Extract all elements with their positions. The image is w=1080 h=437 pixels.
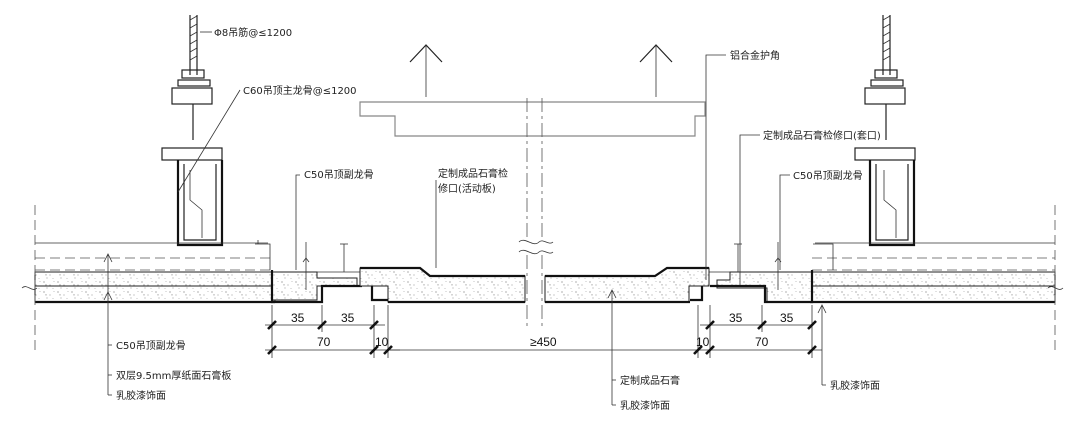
opening-direction-arrows [409, 44, 673, 97]
left-hatch-frame [232, 240, 362, 304]
label-aux-keel-bottom: C50吊顶副龙骨 [116, 339, 186, 352]
label-aluminum-corner: 铝合金护角 [730, 49, 780, 62]
label-hatch-panel: 定制成品石膏检 [438, 167, 508, 180]
removed-panel-outline [359, 101, 706, 137]
hatch-panel [359, 266, 710, 304]
label-hatch-panel-line2: 修口(活动板) [438, 182, 496, 195]
label-latex-paint-center: 乳胶漆饰面 [620, 399, 670, 412]
dim-right-b: 35 [780, 311, 794, 325]
right-hatch-frame [700, 242, 834, 304]
label-rod: Φ8吊筋@≤1200 [214, 26, 292, 39]
dim-left-total: 70 [317, 335, 331, 349]
dim-right-a: 35 [729, 311, 743, 325]
dim-left-gap: 10 [375, 335, 389, 349]
center-break-lines [518, 98, 554, 330]
dimension-lines [265, 305, 822, 358]
right-suspension-rod [854, 15, 916, 161]
dim-right-gap: 10 [696, 335, 710, 349]
right-main-keel [868, 160, 916, 247]
label-latex-paint-left: 乳胶漆饰面 [116, 389, 166, 402]
label-hatch-frame: 定制成品石膏检修口(套口) [763, 129, 881, 142]
label-double-board: 双层9.5mm厚纸面石膏板 [116, 369, 231, 382]
dim-left-a: 35 [291, 311, 305, 325]
dim-opening: ≥450 [530, 335, 557, 349]
label-main-keel: C60吊顶主龙骨@≤1200 [243, 84, 357, 97]
label-custom-gypsum: 定制成品石膏 [620, 374, 680, 387]
label-aux-keel-left: C50吊顶副龙骨 [304, 168, 374, 181]
dim-right-total: 70 [755, 335, 769, 349]
left-main-keel [176, 160, 224, 247]
ceiling-left [21, 205, 276, 355]
dim-left-b: 35 [341, 311, 355, 325]
leader-lines [103, 31, 827, 406]
label-aux-keel-right: C50吊顶副龙骨 [793, 169, 863, 182]
left-suspension-rod [161, 15, 223, 161]
label-latex-paint-right: 乳胶漆饰面 [830, 379, 880, 392]
ceiling-right [809, 205, 1064, 355]
